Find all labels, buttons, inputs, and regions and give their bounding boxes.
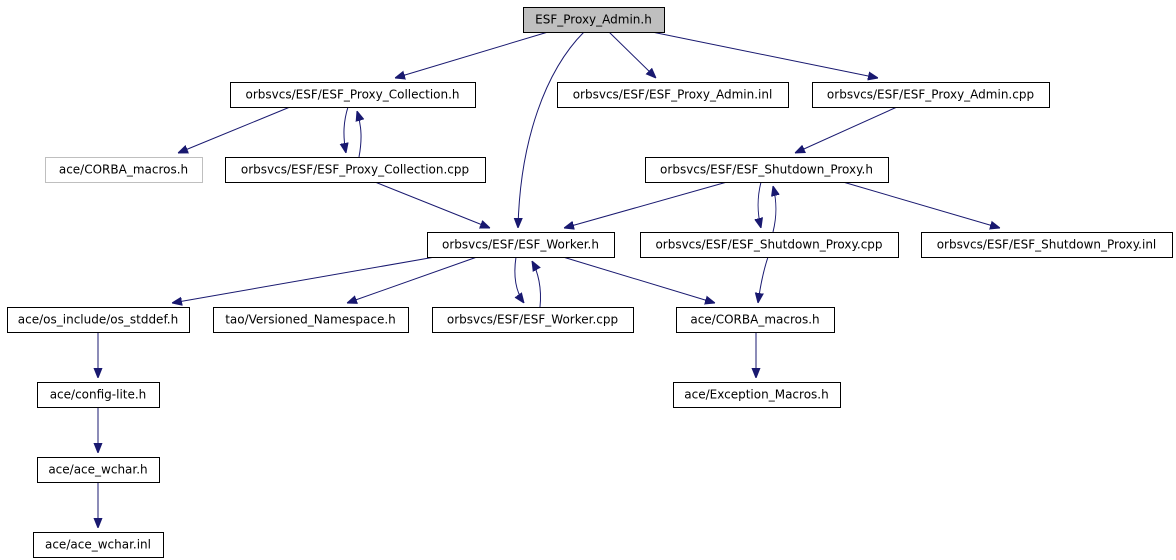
node-label: ace/os_include/os_stddef.h: [18, 313, 178, 327]
node-label: orbsvcs/ESF/ESF_Proxy_Collection.cpp: [241, 163, 469, 177]
edge-shutdown_h-to-worker_h: [564, 181, 728, 228]
node-worker-cpp[interactable]: orbsvcs/ESF/ESF_Worker.cpp: [432, 307, 634, 333]
edge-shutdown_h-to-shutdown_cpp: [758, 181, 761, 228]
node-box[interactable]: [921, 232, 1173, 258]
node-corba[interactable]: ace/CORBA_macros.h: [676, 307, 835, 333]
node-box[interactable]: [45, 157, 203, 183]
node-label: ace/config-lite.h: [50, 388, 147, 402]
node-box[interactable]: [225, 157, 486, 183]
node-label: orbsvcs/ESF/ESF_Shutdown_Proxy.inl: [937, 238, 1157, 252]
edge-admin_h-to-worker_h: [518, 31, 585, 228]
edge-worker_h-to-corba: [562, 256, 715, 303]
node-exception[interactable]: ace/Exception_Macros.h: [673, 382, 841, 408]
edge-admin_h-to-admin_cpp: [651, 31, 878, 78]
node-box[interactable]: [427, 232, 615, 258]
edge-worker_h-to-worker_cpp: [515, 256, 524, 303]
node-collection-cpp[interactable]: orbsvcs/ESF/ESF_Proxy_Collection.cpp: [225, 157, 486, 183]
node-box[interactable]: [673, 382, 841, 408]
node-label: orbsvcs/ESF/ESF_Proxy_Admin.cpp: [827, 88, 1034, 102]
node-admin-inl[interactable]: orbsvcs/ESF/ESF_Proxy_Admin.inl: [557, 82, 789, 108]
node-shutdown-h[interactable]: orbsvcs/ESF/ESF_Shutdown_Proxy.h: [645, 157, 889, 183]
node-versioned[interactable]: tao/Versioned_Namespace.h: [213, 307, 409, 333]
edge-collection_cpp-to-collection_h: [357, 111, 361, 158]
edge-admin_cpp-to-shutdown_h: [795, 106, 898, 153]
node-box[interactable]: [37, 382, 160, 408]
node-box[interactable]: [37, 457, 160, 483]
node-box[interactable]: [640, 232, 899, 258]
node-os-stddef[interactable]: ace/os_include/os_stddef.h: [7, 307, 190, 333]
nodes: ESF_Proxy_Admin.h orbsvcs/ESF/ESF_Proxy_C…: [7, 7, 1173, 558]
node-admin-h[interactable]: ESF_Proxy_Admin.h: [523, 7, 665, 33]
node-box[interactable]: [230, 82, 476, 108]
edge-collection_cpp-to-worker_h: [374, 181, 490, 228]
node-label: orbsvcs/ESF/ESF_Proxy_Collection.h: [245, 88, 459, 102]
node-label: ace/ace_wchar.h: [48, 463, 147, 477]
node-label: ace/CORBA_macros.h: [59, 163, 188, 177]
node-box[interactable]: [812, 82, 1050, 108]
node-box[interactable]: [523, 7, 665, 33]
node-box[interactable]: [33, 532, 164, 558]
node-config-lite[interactable]: ace/config-lite.h: [37, 382, 160, 408]
edge-worker_h-to-versioned: [347, 256, 478, 303]
node-box[interactable]: [213, 307, 409, 333]
edge-shutdown_cpp-to-shutdown_h: [773, 186, 776, 233]
node-label: ace/CORBA_macros.h: [690, 313, 819, 327]
edges: [98, 31, 1000, 528]
node-shutdown-cpp[interactable]: orbsvcs/ESF/ESF_Shutdown_Proxy.cpp: [640, 232, 899, 258]
node-label: orbsvcs/ESF/ESF_Worker.h: [442, 238, 599, 252]
node-wchar-inl[interactable]: ace/ace_wchar.inl: [33, 532, 164, 558]
edge-shutdown_cpp-to-corba: [758, 256, 769, 303]
edge-worker_cpp-to-worker_h: [532, 261, 541, 308]
node-collection-h[interactable]: orbsvcs/ESF/ESF_Proxy_Collection.h: [230, 82, 476, 108]
node-shutdown-inl[interactable]: orbsvcs/ESF/ESF_Shutdown_Proxy.inl: [921, 232, 1173, 258]
node-worker-h[interactable]: orbsvcs/ESF/ESF_Worker.h: [427, 232, 615, 258]
node-box[interactable]: [676, 307, 835, 333]
node-wchar-h[interactable]: ace/ace_wchar.h: [37, 457, 160, 483]
node-label: tao/Versioned_Namespace.h: [225, 313, 396, 327]
node-label: orbsvcs/ESF/ESF_Shutdown_Proxy.cpp: [655, 238, 882, 252]
node-box[interactable]: [7, 307, 190, 333]
node-label: ESF_Proxy_Admin.h: [535, 13, 652, 27]
edge-admin_h-to-admin_inl: [608, 31, 656, 78]
edge-collection_h-to-collection_cpp: [344, 106, 348, 153]
edge-worker_h-to-os_stddef: [172, 256, 436, 303]
node-label: ace/Exception_Macros.h: [684, 388, 828, 402]
node-label: ace/ace_wchar.inl: [45, 538, 151, 552]
node-label: orbsvcs/ESF/ESF_Worker.cpp: [447, 313, 618, 327]
edge-admin_h-to-collection_h: [395, 31, 549, 78]
edge-shutdown_h-to-shutdown_inl: [842, 181, 1000, 228]
node-corba-ext[interactable]: ace/CORBA_macros.h: [45, 157, 203, 183]
node-admin-cpp[interactable]: orbsvcs/ESF/ESF_Proxy_Admin.cpp: [812, 82, 1050, 108]
node-label: orbsvcs/ESF/ESF_Proxy_Admin.inl: [573, 88, 773, 102]
node-box[interactable]: [645, 157, 889, 183]
edge-collection_h-to-corba_ext: [178, 106, 291, 153]
node-label: orbsvcs/ESF/ESF_Shutdown_Proxy.h: [660, 163, 873, 177]
node-box[interactable]: [557, 82, 789, 108]
node-box[interactable]: [432, 307, 634, 333]
